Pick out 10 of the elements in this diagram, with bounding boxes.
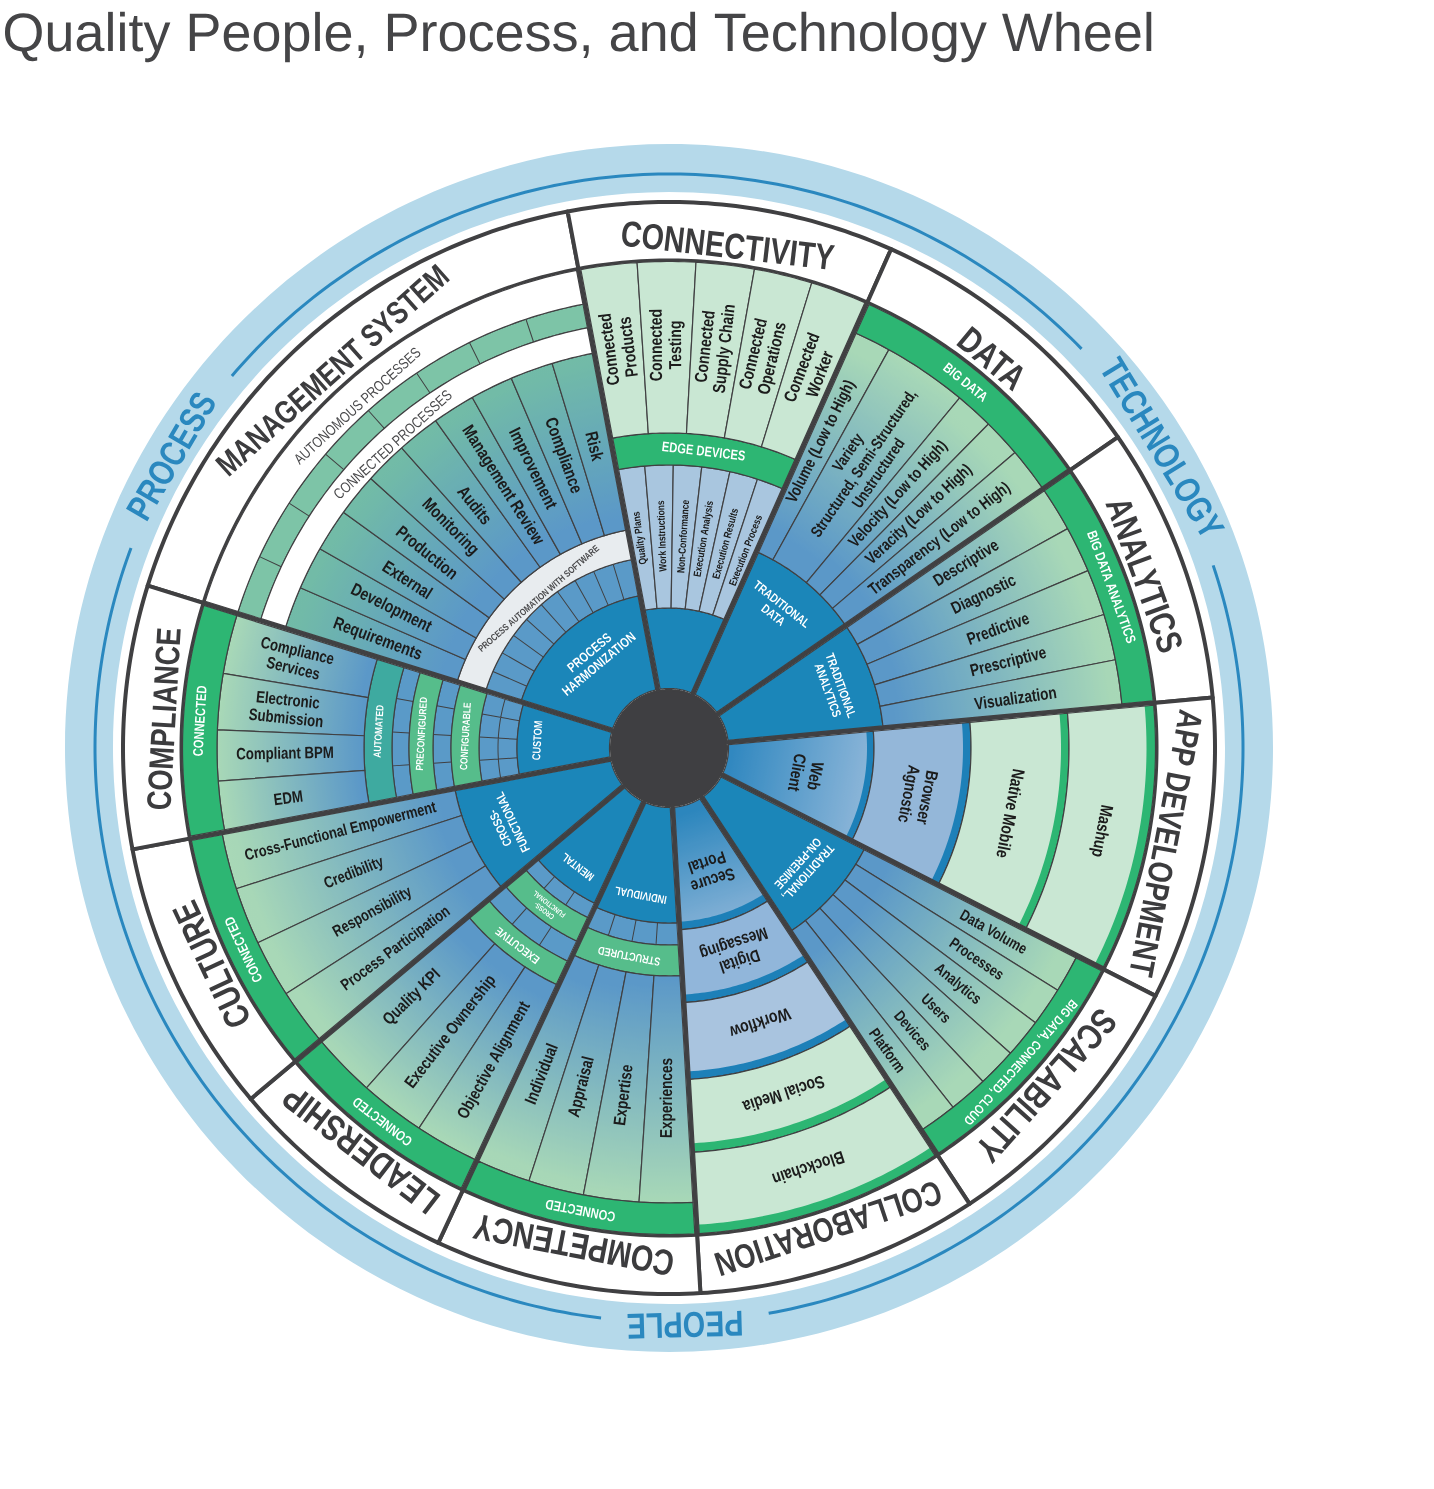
title: Quality People, Process, and Technology Wheel xyxy=(4,11,1152,63)
inner-wedge: CUSTOM xyxy=(516,704,613,775)
ring-band: CONNECTED xyxy=(181,604,238,837)
node-label: Mashup xyxy=(1089,804,1114,857)
ring-label: PEOPLE xyxy=(627,1310,742,1339)
ring-band: PRECONFIGURED xyxy=(408,672,444,795)
inner-wedge: INDIVIDUAL xyxy=(596,802,678,924)
inner-wedge xyxy=(644,607,725,694)
ring-band: AUTOMATED xyxy=(363,658,405,804)
ring-band: CONFIGURABLE xyxy=(450,684,488,787)
